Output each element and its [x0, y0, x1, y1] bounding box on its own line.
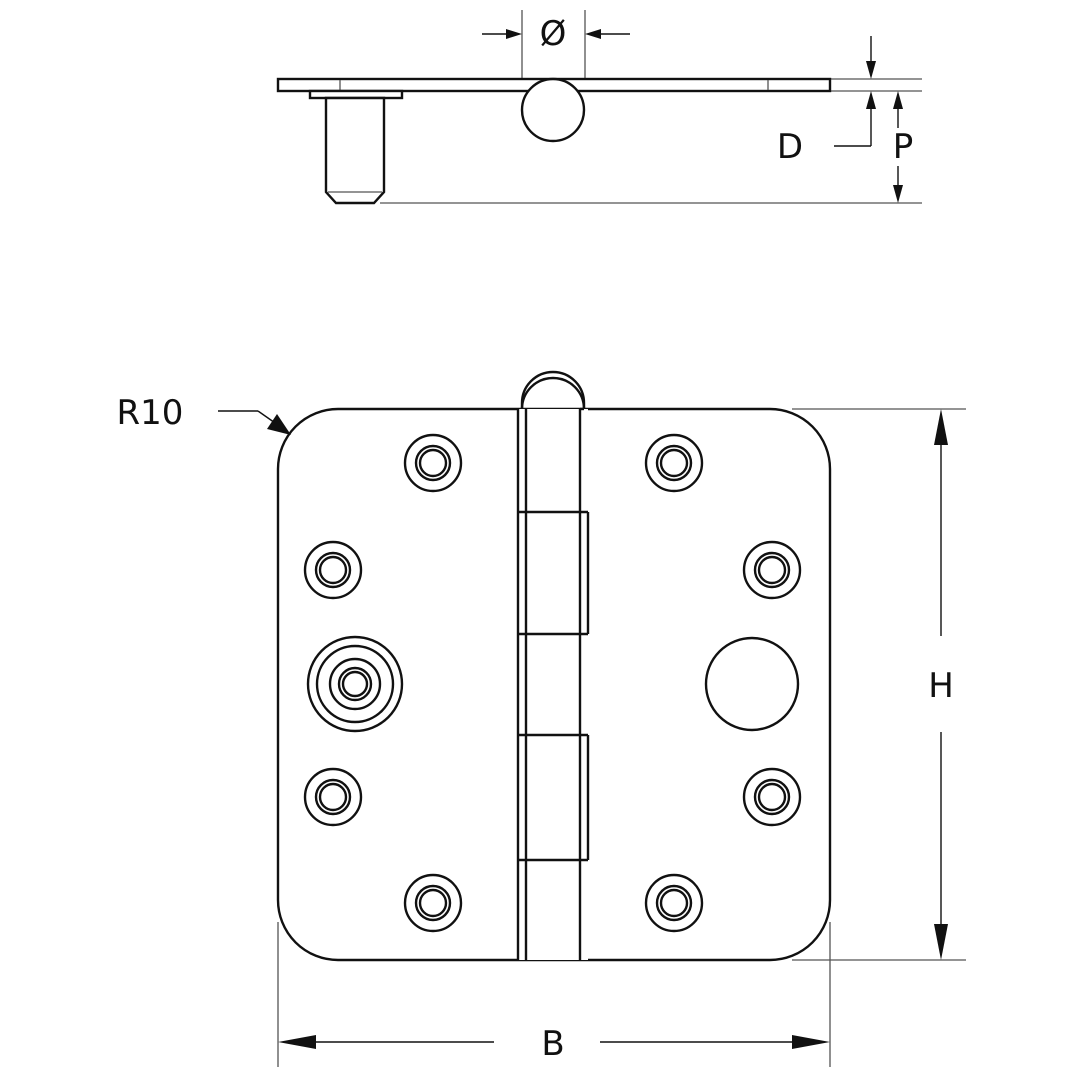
diameter-arrow-right — [585, 29, 601, 39]
pin-arrow-bottom — [893, 185, 903, 203]
height-arrow-bottom — [934, 924, 948, 960]
height-label: H — [928, 666, 954, 706]
security-receiving-hole — [704, 636, 800, 732]
screw-hole — [742, 767, 802, 827]
screw-hole — [644, 873, 704, 933]
security-pin-hole — [306, 635, 404, 733]
thickness-arrow-bottom — [866, 91, 876, 109]
width-label: B — [541, 1024, 564, 1064]
screw-hole — [644, 433, 704, 493]
screw-hole — [303, 540, 363, 600]
screw-hole — [303, 767, 363, 827]
pin-projection-label: P — [893, 127, 914, 167]
knuckle-cap — [520, 376, 586, 411]
screw-hole — [403, 873, 463, 933]
pin-arrow-top — [893, 91, 903, 109]
diameter-arrow-left — [506, 29, 522, 39]
width-arrow-right — [792, 1035, 830, 1049]
thickness-label: D — [777, 127, 803, 167]
thickness-arrow-top — [866, 61, 876, 79]
screw-hole — [403, 433, 463, 493]
side-view: Ø D P — [276, 10, 922, 205]
front-view: R10 H B — [117, 370, 966, 1067]
knuckle-profile — [520, 77, 586, 143]
radius-arrow — [267, 414, 291, 435]
radius-label: R10 — [117, 393, 184, 433]
diameter-label: Ø — [540, 14, 567, 54]
height-arrow-top — [934, 409, 948, 445]
knuckle-cap-outline — [520, 370, 586, 409]
screw-hole — [742, 540, 802, 600]
knuckle-barrel — [516, 407, 590, 960]
width-arrow-left — [278, 1035, 316, 1049]
security-pin — [324, 96, 386, 205]
